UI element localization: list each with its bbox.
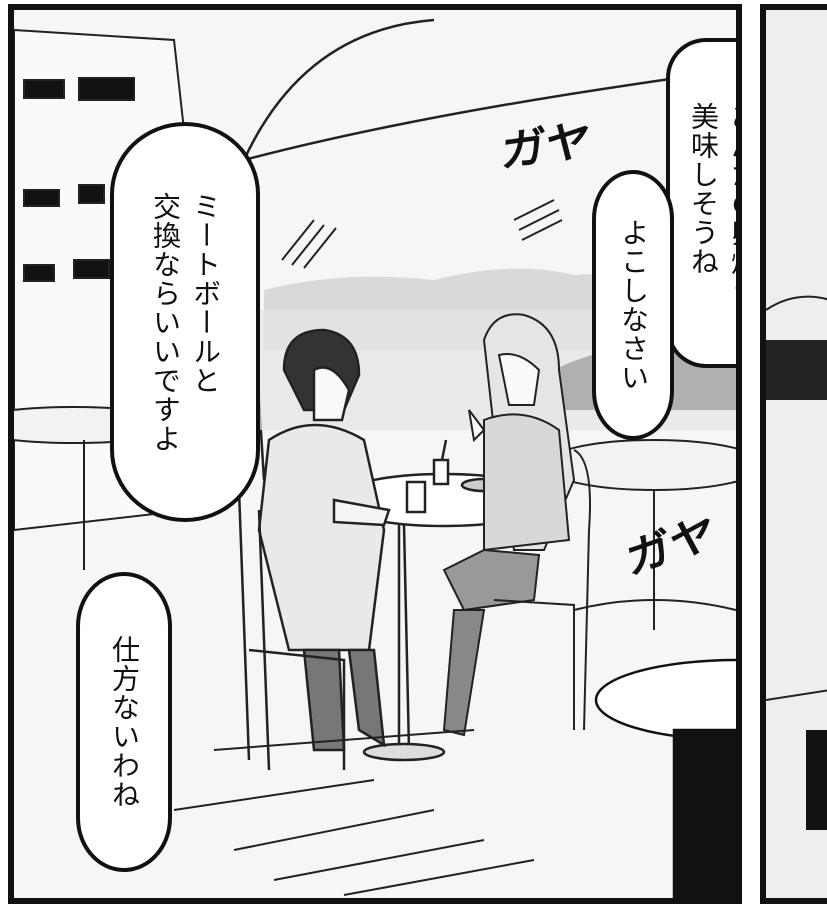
speech-text-egg: あんたの卵焼き 美味しそうね (687, 101, 742, 305)
main-panel: ガヤ ガヤ あんたの卵焼き 美味しそうね よこしなさい ミートボールと 交換なら… (8, 4, 742, 904)
girl-character (442, 313, 591, 737)
boy-character (237, 328, 391, 771)
speech-bubble-hand-over: よこしなさい (592, 170, 674, 440)
speech-text-meatball: ミートボールと 交換ならいいですよ (149, 191, 222, 453)
speech-bubble-no-choice: 仕方ないわね (76, 572, 172, 872)
speech-bubble-egg: あんたの卵焼き 美味しそうね (666, 38, 742, 368)
next-panel-sliver (760, 4, 827, 904)
next-panel-art (766, 10, 827, 898)
hatch-marks (281, 199, 563, 269)
speech-bubble-meatball: ミートボールと 交換ならいいですよ (110, 122, 260, 522)
ground-lines (173, 729, 535, 896)
background-table-right (543, 439, 736, 630)
speech-text-no-choice: 仕方ないわね (108, 635, 141, 809)
speech-text-hand-over: よこしなさい (617, 218, 650, 392)
foreground-table (594, 658, 736, 898)
sfx-gaya-top: ガヤ (500, 115, 592, 178)
